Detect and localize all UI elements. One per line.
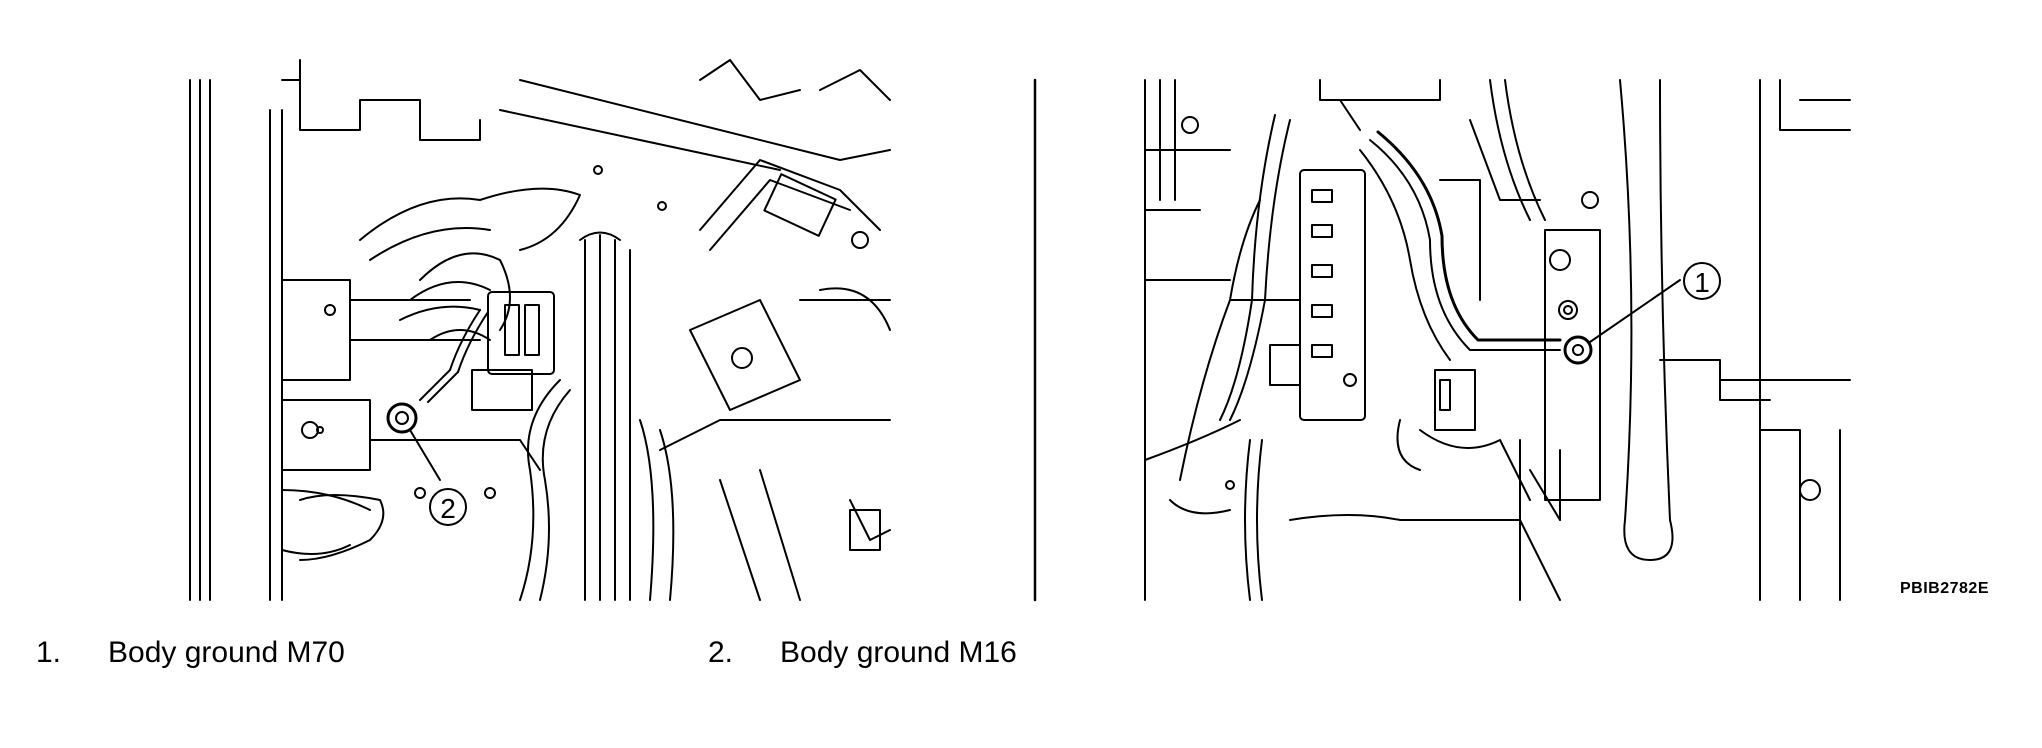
line-drawings bbox=[189, 59, 1851, 602]
callout-2-label: 2 bbox=[440, 493, 456, 524]
right-engine-bay-drawing bbox=[1144, 79, 1851, 601]
callouts: 2 1 bbox=[429, 262, 1721, 526]
legend-item-2: 2. Body ground M16 bbox=[708, 636, 1017, 670]
figure-code: PBIB2782E bbox=[1900, 580, 1989, 597]
callout-2-marker: 2 bbox=[429, 488, 467, 526]
legend-item-1: 1. Body ground M70 bbox=[36, 636, 345, 670]
callout-1-label: 1 bbox=[1694, 267, 1710, 298]
legend-label: Body ground M70 bbox=[108, 636, 345, 669]
legend-label: Body ground M16 bbox=[780, 636, 1017, 669]
legend-number: 1. bbox=[36, 636, 62, 669]
left-engine-bay-drawing bbox=[189, 59, 891, 601]
legend-number: 2. bbox=[708, 636, 734, 669]
illustration-figure: 2 1 PBIB2782E bbox=[189, 59, 1989, 602]
callout-1-marker: 1 bbox=[1683, 262, 1721, 300]
legend: 1. Body ground M70 2. Body ground M16 bbox=[0, 636, 2042, 686]
